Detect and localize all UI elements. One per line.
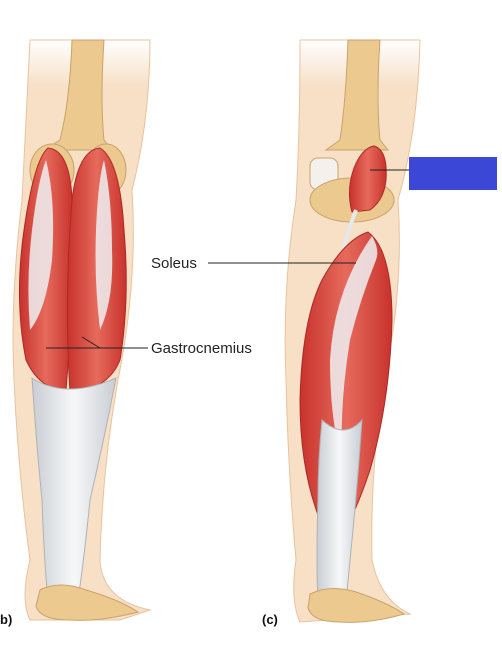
right-femur-bone (324, 39, 390, 151)
hidden-label-box[interactable] (409, 157, 497, 190)
right-leg-panel-c (284, 39, 421, 623)
left-gastrocnemius-aponeurosis (28, 160, 54, 330)
panel-label-c: (c) (262, 612, 278, 627)
right-heel-bone (307, 588, 406, 623)
right-plantaris-muscle (348, 145, 387, 213)
soleus-label: Soleus (151, 255, 197, 272)
right-calcaneal-tendon (316, 418, 363, 605)
gastrocnemius-label: Gastrocnemius (151, 340, 252, 357)
left-calcaneal-tendon (31, 377, 117, 601)
left-heel-bone (35, 584, 140, 621)
right-soleus-aponeurosis (330, 236, 378, 460)
left-gastrocnemius-aponeurosis (95, 160, 113, 330)
panel-label-b: b) (0, 612, 13, 627)
left-leg-panel-b (12, 39, 152, 621)
gastrocnemius-leader-line-branch (81, 336, 101, 349)
